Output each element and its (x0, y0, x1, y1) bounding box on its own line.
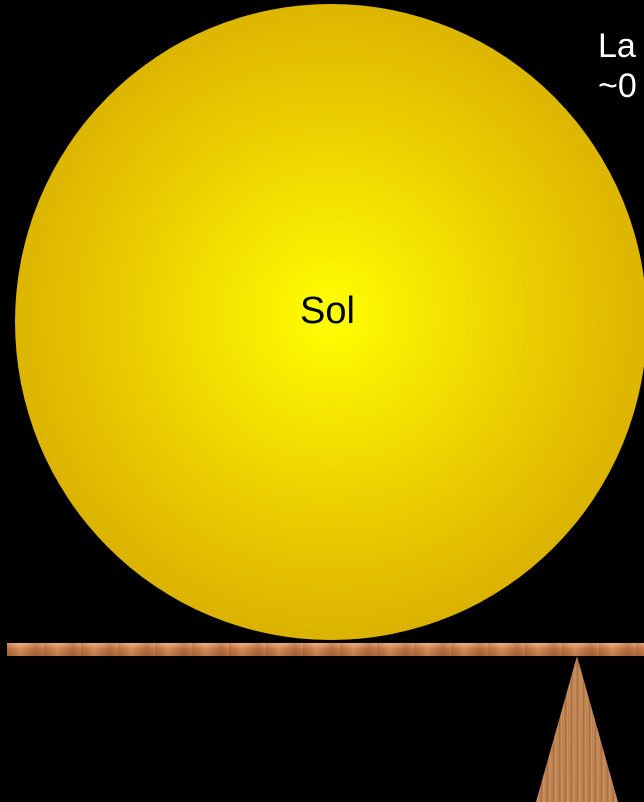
annotation-text: La ~0 (598, 26, 637, 106)
annotation-line-2: ~0 (598, 67, 637, 105)
annotation-line-1: La (598, 27, 636, 65)
fulcrum-triangle (536, 656, 618, 802)
sun-circle (15, 4, 644, 640)
balance-plank (7, 643, 644, 656)
sun-label: Sol (300, 290, 355, 332)
